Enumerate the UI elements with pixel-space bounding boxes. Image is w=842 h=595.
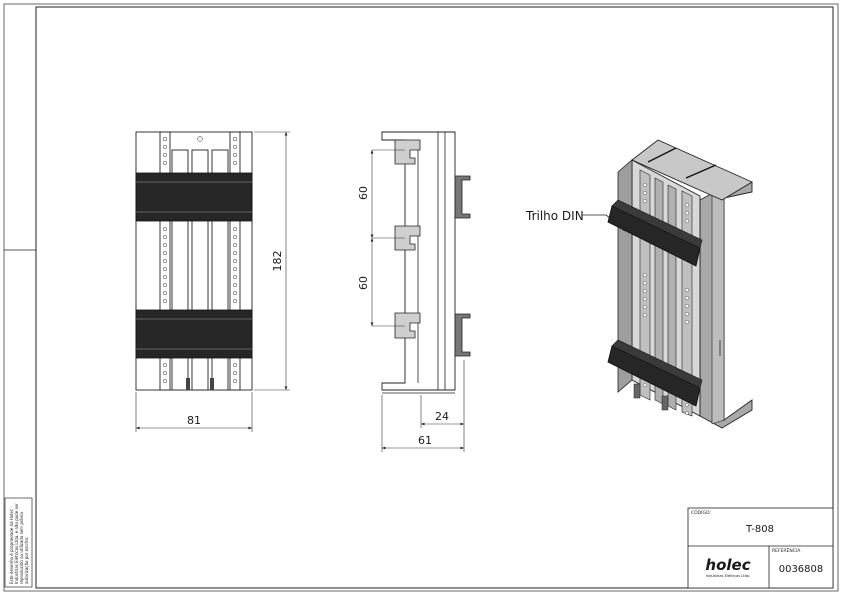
front-dimension-width: 81 (135, 392, 253, 432)
referencia-label: REFERÊNCIA (772, 546, 801, 554)
front-view (135, 131, 253, 391)
dim-height-front: 182 (271, 251, 284, 272)
iso-terminal-holes (643, 183, 689, 415)
front-dimension-height: 182 (254, 131, 290, 391)
codigo-value: T-808 (745, 524, 774, 535)
front-din-rail-top (135, 172, 253, 222)
sheet-inner-border (35, 6, 834, 589)
side-clip-middle (394, 225, 421, 251)
side-view (381, 131, 471, 394)
side-clip-top (394, 139, 421, 165)
dim-width-front: 81 (187, 414, 201, 427)
din-rail-callout: Trilho DIN (525, 209, 629, 233)
dim-pitch-top: 60 (357, 186, 370, 200)
side-dimension-pitch: 60 60 (357, 149, 405, 327)
referencia-value: 0036808 (779, 564, 824, 575)
dim-pitch-bottom: 60 (357, 276, 370, 290)
side-note-line-2: Indústrias Elétricas Ltda. e não pode se… (14, 503, 19, 584)
isometric-view (607, 139, 753, 429)
side-dimension-depth: 24 61 (381, 360, 465, 452)
brand-logo: holec (705, 556, 750, 574)
side-din-rail-bottom (454, 313, 471, 357)
side-din-rail-top (454, 175, 471, 219)
dim-depth-total: 61 (418, 434, 432, 447)
brand-tagline: Indústrias Elétricas Ltda. (706, 574, 750, 578)
side-note-line-3: reproduzido ou utilizado sem prévia (19, 512, 24, 584)
callout-label: Trilho DIN (525, 209, 584, 223)
sheet-outer-border (3, 3, 839, 592)
front-terminal-holes (162, 136, 238, 384)
side-clip-bottom (394, 312, 421, 339)
codigo-label: CÓDIGO: (691, 509, 711, 516)
side-note-line-1: Este desenho é propriedade da Holec (9, 509, 14, 584)
title-block: CÓDIGO: T-808 REFERÊNCIA 0036808 holec I… (687, 507, 834, 589)
dim-depth-rail: 24 (435, 410, 449, 423)
side-note-line-4: autorização por escrito. (24, 537, 29, 584)
front-din-rail-bottom (135, 309, 253, 359)
side-note-box: Este desenho é propriedade da Holec Indú… (4, 497, 33, 588)
